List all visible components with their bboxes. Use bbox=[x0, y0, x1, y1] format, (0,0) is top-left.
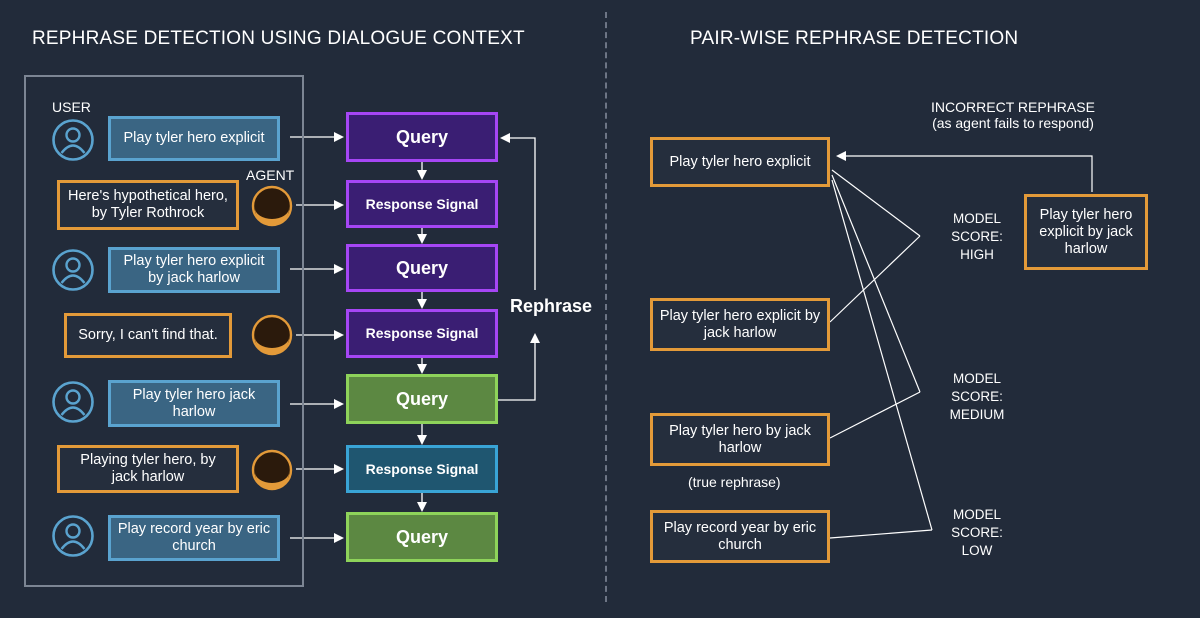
model-score-medium: MODEL SCORE: MEDIUM bbox=[940, 370, 1014, 424]
agent-device-icon bbox=[251, 449, 293, 491]
agent-label: AGENT bbox=[246, 167, 295, 183]
response-signal-box: Response Signal bbox=[346, 180, 498, 228]
agent-device-icon bbox=[251, 314, 293, 356]
query-box: Query bbox=[346, 244, 498, 292]
pair-line-a bbox=[831, 169, 921, 237]
pair-line-b bbox=[829, 235, 921, 323]
user-icon bbox=[52, 119, 94, 161]
right-heading: PAIR-WISE REPHRASE DETECTION bbox=[690, 28, 1019, 49]
rephrase-up-lower bbox=[498, 333, 540, 401]
user-icon bbox=[52, 249, 94, 291]
query-box: Query bbox=[346, 112, 498, 162]
pair-line-c bbox=[831, 174, 921, 393]
response-signal-box: Response Signal bbox=[346, 445, 498, 493]
score-line: HIGH bbox=[960, 247, 994, 262]
left-heading: REPHRASE DETECTION USING DIALOGUE CONTEX… bbox=[32, 28, 525, 49]
score-line: MODEL bbox=[952, 507, 1001, 522]
dialogue-context-panel bbox=[24, 75, 304, 587]
user-utterance: Play tyler hero explicit bbox=[108, 116, 280, 161]
user-icon bbox=[52, 381, 94, 423]
pair-line-d bbox=[829, 391, 921, 439]
incorrect-rephrase-note: (as agent fails to respond) bbox=[932, 115, 1094, 131]
score-line: LOW bbox=[961, 543, 993, 558]
user-icon bbox=[52, 515, 94, 557]
user-utterance: Play record year by eric church bbox=[108, 515, 280, 561]
rephrase-label: Rephrase bbox=[510, 296, 593, 316]
true-rephrase-label: (true rephrase) bbox=[688, 474, 781, 490]
incorrect-rephrase-title: INCORRECT REPHRASE bbox=[931, 99, 1095, 115]
incorrect-rephrase-arrow bbox=[836, 151, 1093, 192]
user-utterance: Play tyler hero explicit by jack harlow bbox=[108, 247, 280, 293]
score-line: SCORE: bbox=[951, 229, 1003, 244]
agent-response: Here's hypothetical hero, by Tyler Rothr… bbox=[57, 180, 239, 230]
query-box: Query bbox=[346, 374, 498, 424]
score-line: MODEL bbox=[952, 371, 1001, 386]
anchor-utterance: Play tyler hero explicit bbox=[650, 137, 830, 187]
rephrase-to-query bbox=[500, 133, 536, 290]
query-box: Query bbox=[346, 512, 498, 562]
candidate-utterance: Play tyler hero explicit by jack harlow bbox=[650, 298, 830, 351]
agent-response: Sorry, I can't find that. bbox=[64, 313, 232, 358]
pair-line-e bbox=[831, 179, 933, 531]
incorrect-rephrase-utterance: Play tyler hero explicit by jack harlow bbox=[1024, 194, 1148, 270]
score-line: MEDIUM bbox=[949, 407, 1005, 422]
score-line: MODEL bbox=[952, 211, 1001, 226]
user-label: USER bbox=[52, 99, 91, 115]
candidate-utterance: Play tyler hero by jack harlow bbox=[650, 413, 830, 466]
section-divider bbox=[605, 12, 607, 602]
agent-response: Playing tyler hero, by jack harlow bbox=[57, 445, 239, 493]
user-utterance: Play tyler hero jack harlow bbox=[108, 380, 280, 427]
incorrect-rephrase-label: INCORRECT REPHRASE (as agent fails to re… bbox=[908, 99, 1118, 131]
model-score-high: MODEL SCORE: HIGH bbox=[944, 210, 1010, 264]
response-signal-box: Response Signal bbox=[346, 309, 498, 358]
score-line: SCORE: bbox=[951, 525, 1003, 540]
score-line: SCORE: bbox=[951, 389, 1003, 404]
pair-line-f bbox=[829, 529, 933, 539]
model-score-low: MODEL SCORE: LOW bbox=[944, 506, 1010, 560]
agent-device-icon bbox=[251, 185, 293, 227]
candidate-utterance: Play record year by eric church bbox=[650, 510, 830, 563]
